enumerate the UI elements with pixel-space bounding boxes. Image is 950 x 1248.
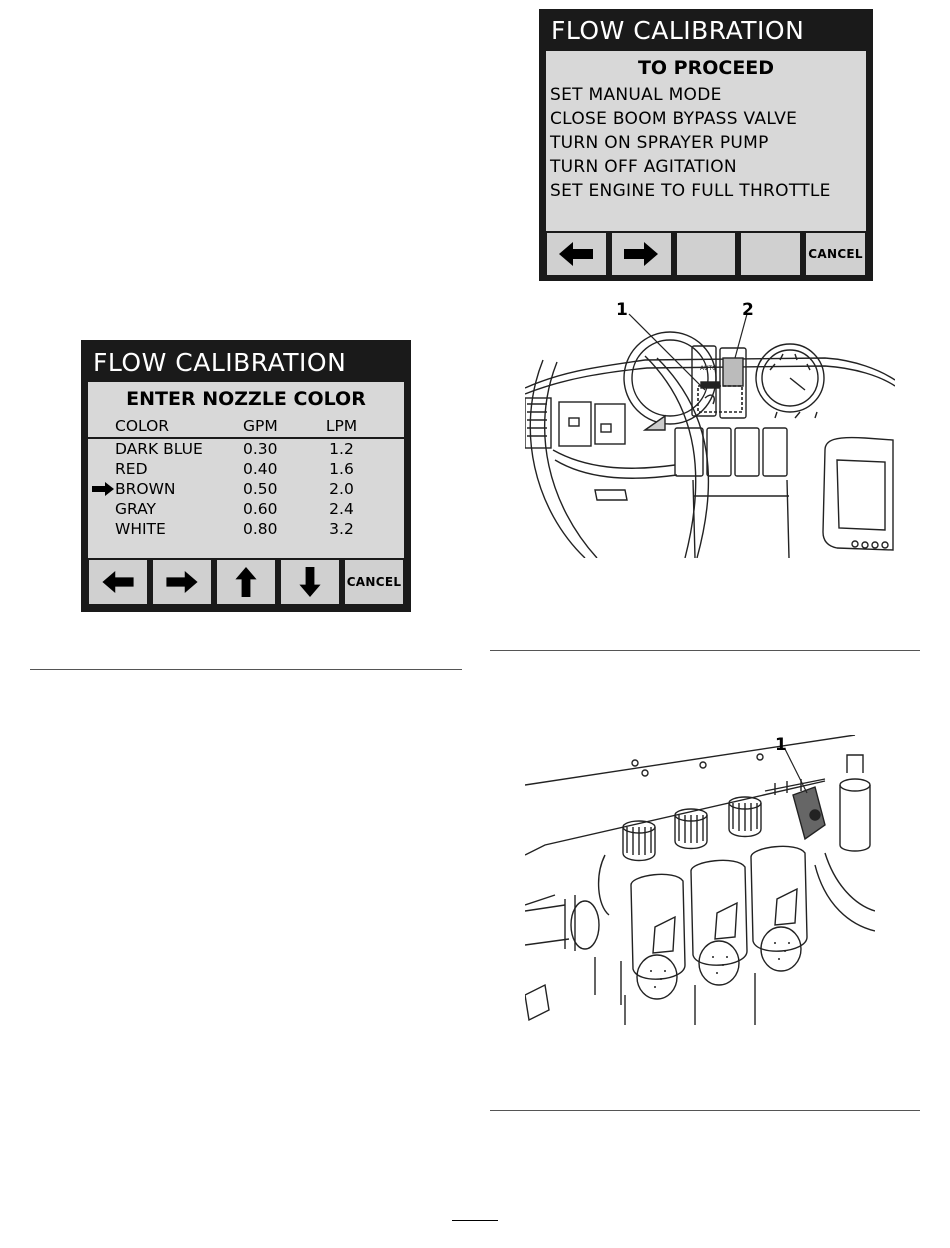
selection-cell bbox=[88, 459, 115, 479]
nozzle-lpm: 2.4 bbox=[323, 499, 404, 519]
arrow-right-icon bbox=[166, 571, 198, 593]
nozzle-gpm: 0.30 bbox=[243, 438, 323, 459]
cancel-button[interactable]: CANCEL bbox=[804, 231, 867, 277]
selection-arrow-icon bbox=[92, 482, 114, 496]
screen-title: FLOW CALIBRATION bbox=[81, 340, 411, 378]
table-row-selected[interactable]: BROWN 0.50 2.0 bbox=[88, 479, 404, 499]
screen-title: FLOW CALIBRATION bbox=[539, 9, 873, 47]
selection-cell bbox=[88, 499, 115, 519]
table-header-row: COLOR GPM LPM bbox=[88, 415, 404, 438]
callout-1: 1 bbox=[616, 300, 628, 320]
nozzle-color: WHITE bbox=[115, 519, 243, 539]
softkey-row: CANCEL bbox=[87, 558, 405, 606]
column-header-gpm: GPM bbox=[243, 415, 323, 438]
proceed-heading: TO PROCEED bbox=[546, 57, 866, 79]
nozzle-gpm: 0.40 bbox=[243, 459, 323, 479]
section-divider bbox=[490, 650, 920, 651]
section-divider bbox=[30, 669, 462, 670]
nozzle-lpm: 1.2 bbox=[323, 438, 404, 459]
arrow-left-icon bbox=[559, 242, 593, 266]
nozzle-color: DARK BLUE bbox=[115, 438, 243, 459]
column-header-lpm: LPM bbox=[323, 415, 404, 438]
instruction-line: SET ENGINE TO FULL THROTTLE bbox=[550, 179, 831, 203]
table-row[interactable]: RED 0.40 1.6 bbox=[88, 459, 404, 479]
svg-text:AUTO: AUTO bbox=[700, 365, 717, 372]
nozzle-lpm: 2.0 bbox=[323, 479, 404, 499]
nozzle-gpm: 0.50 bbox=[243, 479, 323, 499]
instruction-line: SET MANUAL MODE bbox=[550, 83, 831, 107]
cancel-label: CANCEL bbox=[347, 575, 402, 589]
flow-calibration-proceed-screen: FLOW CALIBRATION TO PROCEED SET MANUAL M… bbox=[539, 9, 873, 281]
up-arrow-button[interactable] bbox=[215, 558, 277, 606]
selection-cell bbox=[88, 479, 115, 499]
instruction-line: CLOSE BOOM BYPASS VALVE bbox=[550, 107, 831, 131]
arrow-down-icon bbox=[299, 567, 321, 597]
selection-cell bbox=[88, 438, 115, 459]
left-arrow-button[interactable] bbox=[545, 231, 608, 277]
nozzle-gpm: 0.60 bbox=[243, 499, 323, 519]
nozzle-table: COLOR GPM LPM DARK BLUE 0.30 1.2 RED 0.4… bbox=[88, 415, 404, 539]
nozzle-lpm: 1.6 bbox=[323, 459, 404, 479]
instruction-line: TURN OFF AGITATION bbox=[550, 155, 831, 179]
selection-cell bbox=[88, 519, 115, 539]
right-arrow-button[interactable] bbox=[151, 558, 213, 606]
cancel-button[interactable]: CANCEL bbox=[343, 558, 405, 606]
nozzle-gpm: 0.80 bbox=[243, 519, 323, 539]
nozzle-lpm: 3.2 bbox=[323, 519, 404, 539]
flow-calibration-nozzle-screen: FLOW CALIBRATION ENTER NOZZLE COLOR COLO… bbox=[81, 340, 411, 612]
nozzle-heading: ENTER NOZZLE COLOR bbox=[88, 388, 404, 410]
nozzle-color: RED bbox=[115, 459, 243, 479]
cancel-label: CANCEL bbox=[808, 247, 863, 261]
left-arrow-button[interactable] bbox=[87, 558, 149, 606]
arrow-up-icon bbox=[235, 567, 257, 597]
table-row[interactable]: GRAY 0.60 2.4 bbox=[88, 499, 404, 519]
arrow-right-icon bbox=[624, 242, 658, 266]
blank-softkey[interactable] bbox=[675, 231, 738, 277]
callout-2: 2 bbox=[742, 300, 754, 320]
down-arrow-button[interactable] bbox=[279, 558, 341, 606]
page-footer-rule bbox=[452, 1220, 498, 1221]
screen-face: ENTER NOZZLE COLOR COLOR GPM LPM DARK BL… bbox=[88, 382, 404, 560]
section-divider bbox=[490, 1110, 920, 1111]
nozzle-color: GRAY bbox=[115, 499, 243, 519]
table-row[interactable]: WHITE 0.80 3.2 bbox=[88, 519, 404, 539]
right-arrow-button[interactable] bbox=[610, 231, 673, 277]
softkey-row: CANCEL bbox=[545, 231, 867, 277]
column-header-color: COLOR bbox=[115, 415, 243, 438]
screen-face: TO PROCEED SET MANUAL MODE CLOSE BOOM BY… bbox=[546, 51, 866, 237]
nozzle-color: BROWN bbox=[115, 479, 243, 499]
arrow-left-icon bbox=[102, 571, 134, 593]
blank-softkey[interactable] bbox=[739, 231, 802, 277]
dashboard-illustration: AUTO bbox=[525, 300, 895, 558]
valve-manifold-illustration bbox=[525, 735, 875, 1025]
instruction-line: TURN ON SPRAYER PUMP bbox=[550, 131, 831, 155]
instruction-list: SET MANUAL MODE CLOSE BOOM BYPASS VALVE … bbox=[550, 83, 831, 203]
table-row[interactable]: DARK BLUE 0.30 1.2 bbox=[88, 438, 404, 459]
callout-1: 1 bbox=[775, 735, 787, 755]
